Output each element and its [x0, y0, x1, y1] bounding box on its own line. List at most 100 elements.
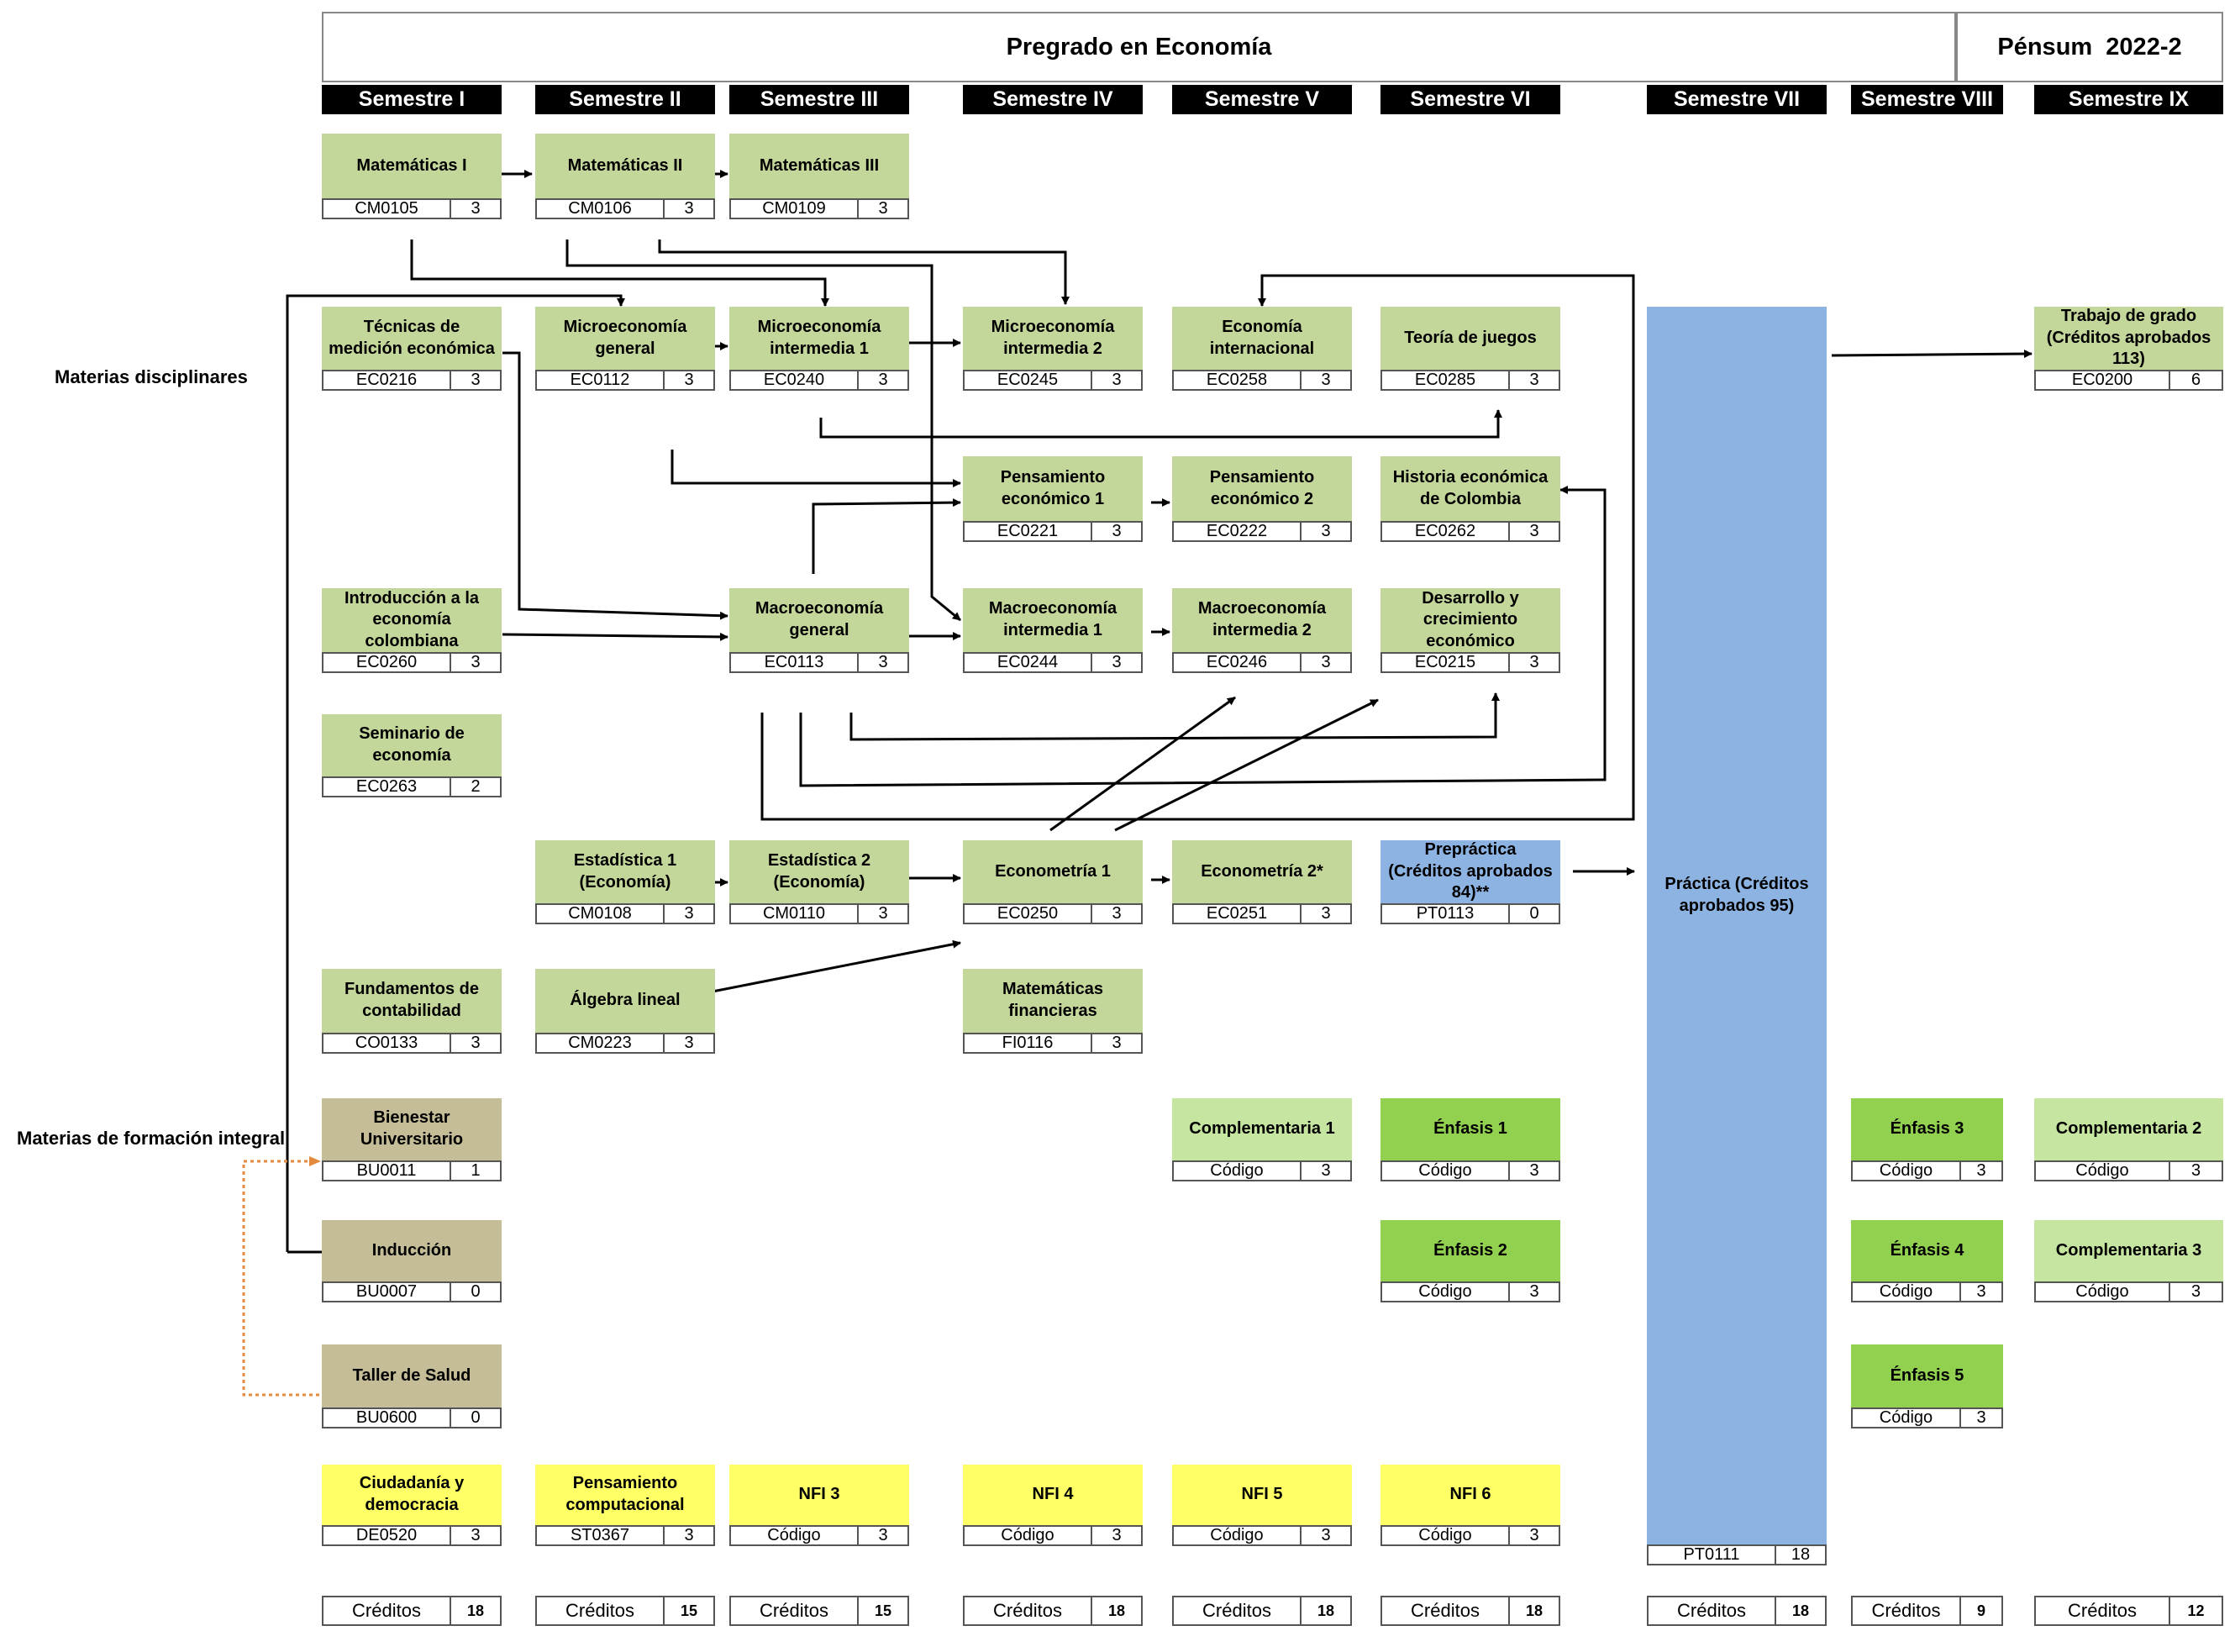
course-credits: 3	[1112, 1034, 1122, 1052]
arrow-mat2-econ-int	[658, 239, 1070, 305]
credit-total-label: Créditos	[731, 1597, 859, 1624]
credit-total-label: Créditos	[1382, 1597, 1510, 1624]
course-credits: 6	[2190, 371, 2201, 389]
course-name: Fundamentos de contabilidad	[322, 969, 502, 1033]
course-name: Seminario de economía	[322, 714, 502, 776]
arrow-macro-desarrollo	[849, 692, 1500, 741]
course-credits: 3	[1321, 904, 1331, 923]
course-name: Énfasis 5	[1851, 1344, 2003, 1407]
course-name: Trabajo de grado (Créditos aprobados 113…	[2034, 307, 2223, 370]
course-code: EC0260	[323, 653, 451, 671]
course-credits: 3	[1112, 371, 1122, 389]
course-name: Énfasis 2	[1380, 1220, 1560, 1281]
course-code: BU0007	[323, 1282, 451, 1301]
course-credits: 3	[878, 199, 888, 218]
course-name: Énfasis 3	[1851, 1098, 2003, 1160]
arrow-mat1-micro3	[410, 239, 829, 307]
course-code-row: EC0251 3	[1172, 903, 1352, 924]
credit-total-value: 9	[1976, 1602, 1985, 1619]
course-code: EC0251	[1174, 904, 1302, 923]
course-name: Econometría 1	[963, 840, 1143, 903]
course-code: ST0367	[537, 1526, 665, 1544]
course-code-row: EC0262 3	[1380, 521, 1560, 542]
course-name: Complementaria 1	[1172, 1098, 1352, 1160]
course-code: Código	[2036, 1282, 2170, 1301]
arrow-micro-teoria	[819, 409, 1502, 439]
course-code: Código	[965, 1526, 1092, 1544]
course-name: Teoría de juegos	[1380, 307, 1560, 370]
course-credits: 3	[1321, 653, 1331, 671]
arrow-micro-pens1	[670, 450, 961, 487]
course-code: EC0221	[965, 522, 1092, 540]
course-credits: 3	[471, 371, 481, 389]
course-credits: 3	[1529, 522, 1539, 540]
arrow-econo1-macro2	[1049, 696, 1236, 832]
course-code: EC0240	[731, 371, 859, 389]
course-code: PT0111	[1649, 1545, 1776, 1564]
arrow-mat2-micro2	[565, 239, 961, 622]
course-credits: 3	[684, 1034, 694, 1052]
course-code: PT0113	[1382, 904, 1510, 923]
credit-total-value: 18	[1791, 1602, 1810, 1619]
course-credits: 3	[1529, 1526, 1539, 1544]
course-code: Código	[1382, 1526, 1510, 1544]
course-code: Código	[2036, 1161, 2170, 1180]
credit-total-label: Créditos	[1853, 1597, 1961, 1624]
course-credits: 3	[1321, 522, 1331, 540]
semester-credit-total: Créditos 9	[1851, 1596, 2003, 1626]
course-code-row: PT0111 18	[1647, 1544, 1827, 1565]
course-name: Desarrollo y crecimiento económico	[1380, 588, 1560, 652]
course-name: NFI 3	[729, 1465, 909, 1525]
course-name: Bienestar Universitario	[322, 1098, 502, 1160]
course-name: Pensamiento económico 2	[1172, 456, 1352, 521]
course-code: EC0262	[1382, 522, 1510, 540]
semester-header: Semestre VI	[1380, 85, 1560, 114]
course-name: Macroeconomía intermedia 2	[1172, 588, 1352, 652]
course-credits: 3	[684, 371, 694, 389]
course-credits: 3	[1529, 371, 1539, 389]
credit-total-value: 18	[1317, 1602, 1335, 1619]
dotted-connector	[242, 1160, 319, 1397]
course-credits: 3	[1321, 1526, 1331, 1544]
course-name: Matemáticas financieras	[963, 969, 1143, 1033]
course-code: EC0246	[1174, 653, 1302, 671]
course-name: Álgebra lineal	[535, 969, 715, 1033]
course-code: Código	[1382, 1282, 1510, 1301]
category-label-formacion-integral: Materias de formación integral	[17, 1128, 286, 1149]
credit-total-value: 12	[2187, 1602, 2205, 1619]
page-title: Pregrado en Economía	[1006, 33, 1272, 61]
course-credits: 3	[1321, 371, 1331, 389]
course-credits: 3	[471, 199, 481, 218]
course-code: CM0108	[537, 904, 665, 923]
course-code: Código	[731, 1526, 859, 1544]
course-credits: 3	[684, 904, 694, 923]
course-code: EC0263	[323, 777, 451, 796]
